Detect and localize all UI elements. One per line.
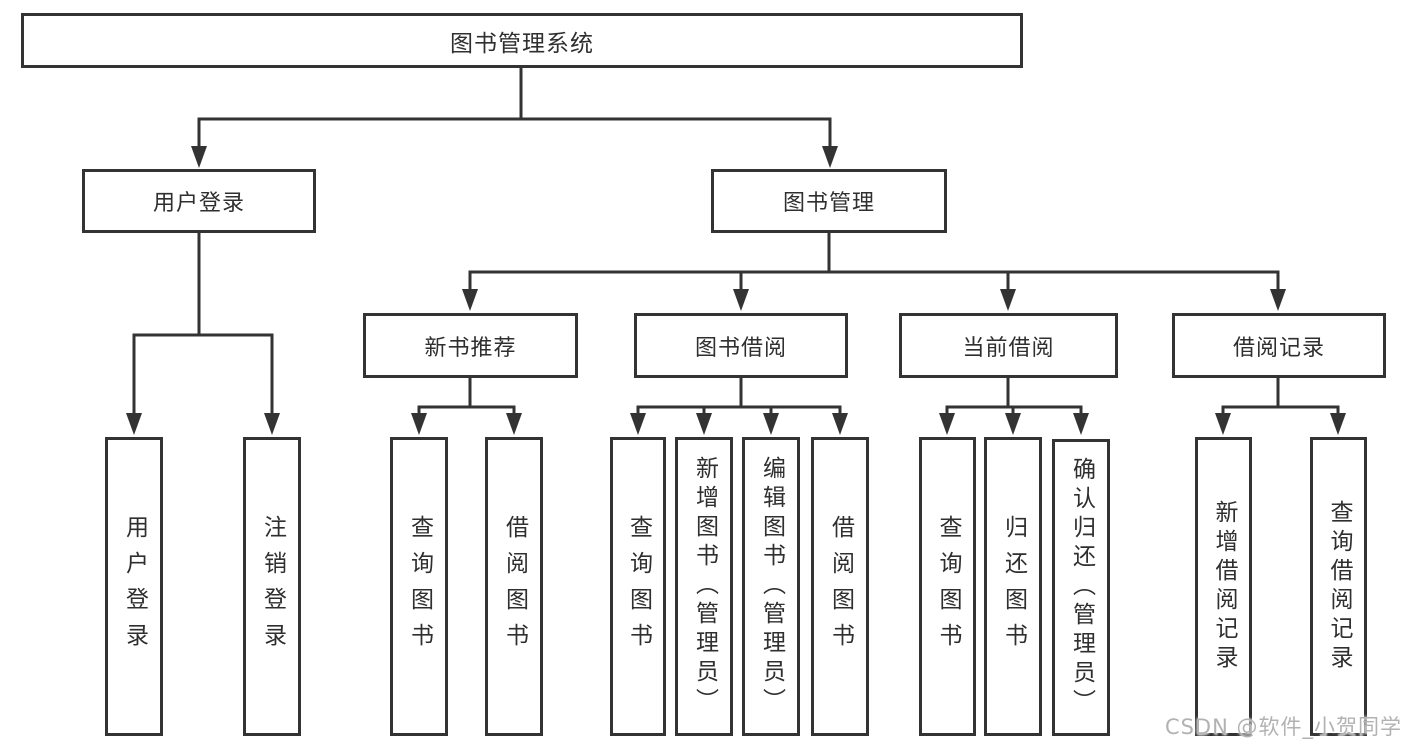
node-leaf-user-login: 用户登录 (105, 437, 163, 736)
node-leaf-borrow-books: 借阅图书 (811, 437, 869, 736)
leaf-label: 确认归还（管理员） (1068, 457, 1095, 718)
node-leaf-add-borrow-record: 新增借阅记录 (1195, 437, 1252, 736)
leaf-label: 查询图书 (406, 514, 433, 659)
leaf-label: 借阅图书 (501, 514, 528, 659)
leaf-label: 查询图书 (935, 514, 961, 659)
node-leaf-query-books-recommend: 查询图书 (390, 437, 448, 736)
node-book-borrowing: 图书借阅 (634, 313, 848, 378)
node-leaf-edit-books-admin: 编辑图书（管理员） (742, 437, 800, 736)
leaf-label: 查询图书 (625, 514, 652, 659)
node-leaf-add-books-admin: 新增图书（管理员） (675, 437, 733, 736)
arrowheads (126, 146, 1346, 435)
leaf-label: 借阅图书 (827, 514, 854, 659)
csdn-watermark: CSDN @软件_小贺同学 (1164, 715, 1402, 739)
leaf-label: 用户登录 (121, 514, 148, 659)
leaf-label: 查询借阅记录 (1326, 499, 1352, 674)
node-leaf-logout: 注销登录 (243, 437, 301, 736)
connector-lines (132, 66, 1340, 419)
node-library-management-system: 图书管理系统 (21, 13, 1023, 68)
node-leaf-confirm-return-admin: 确认归还（管理员） (1052, 439, 1110, 736)
node-book-management: 图书管理 (711, 169, 947, 233)
node-user-login: 用户登录 (82, 169, 316, 233)
node-leaf-query-borrow-record: 查询借阅记录 (1310, 437, 1367, 736)
node-leaf-query-books-borrow: 查询图书 (610, 437, 666, 736)
node-current-borrowing: 当前借阅 (899, 313, 1118, 378)
leaf-label: 编辑图书（管理员） (758, 456, 785, 717)
node-new-book-recommendation: 新书推荐 (363, 313, 578, 378)
leaf-label: 新增借阅记录 (1211, 499, 1237, 674)
node-leaf-return-books: 归还图书 (984, 437, 1042, 736)
node-leaf-borrow-books-recommend: 借阅图书 (485, 437, 543, 736)
leaf-label: 注销登录 (259, 514, 286, 659)
node-borrowing-records: 借阅记录 (1172, 313, 1386, 378)
leaf-label: 归还图书 (1000, 514, 1027, 659)
node-leaf-query-books-current: 查询图书 (919, 437, 976, 736)
leaf-label: 新增图书（管理员） (691, 456, 718, 717)
